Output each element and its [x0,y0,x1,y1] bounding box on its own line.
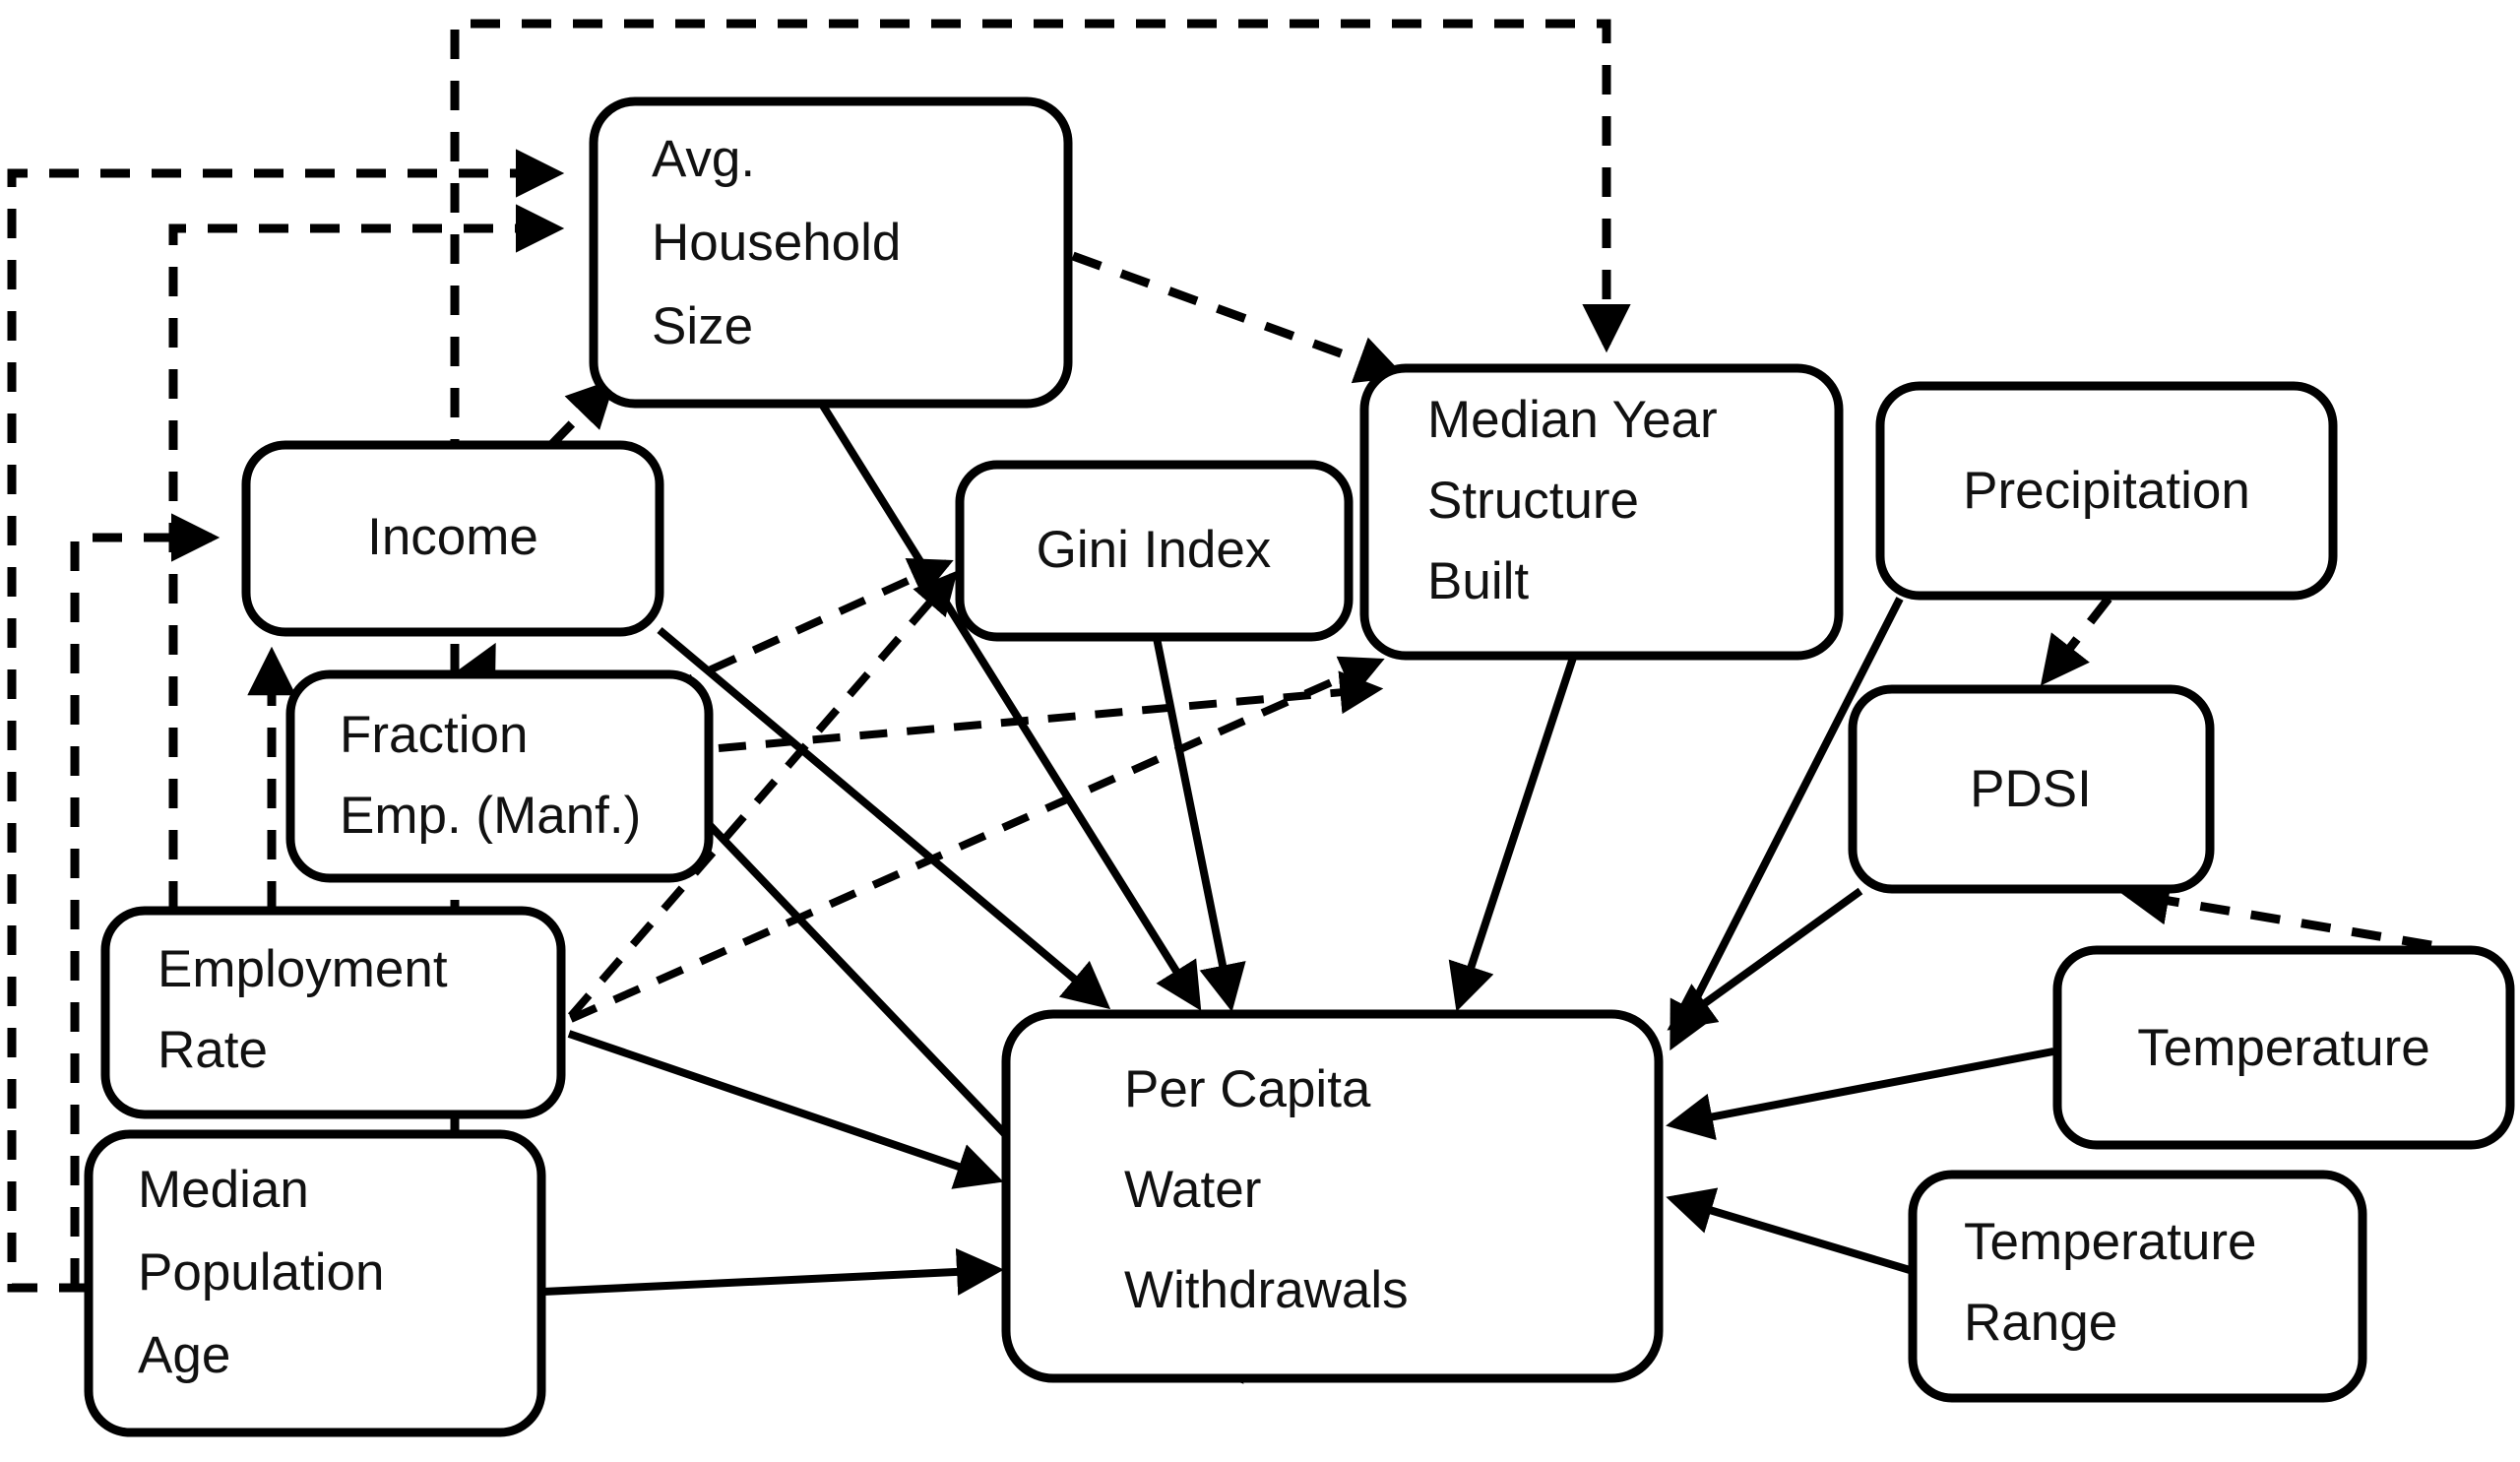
node-layer: Avg. Household Size Income Gini Index Me… [84,96,2515,1437]
edge-employmentrate-to-percapitawaterwithdrawals [567,1030,1004,1189]
node-avg-household-size-line-2: Size [652,297,753,355]
node-median-year-structure-built-box[interactable] [1359,363,1844,661]
node-employment-rate-line-1: Rate [158,1021,268,1079]
edge-avghouseholdsize-to-percapitawaterwithdrawals [819,403,1202,1011]
node-pdsi[interactable]: PDSI [1848,684,2215,894]
node-avg-household-size-line-0: Avg. [652,130,755,188]
edge-giniindex-to-percapitawaterwithdrawals [1153,637,1246,1012]
edge-employmentrate-to-avghouseholdsize [168,204,565,911]
node-fraction-emp-manf-line-1: Emp. (Manf.) [340,787,641,845]
node-pdsi-box[interactable] [1848,684,2215,894]
node-median-population-age-line-1: Population [138,1243,384,1302]
node-pdsi-line-0: PDSI [1970,760,2092,818]
node-gini-index[interactable]: Gini Index [955,460,1354,642]
node-temperature-line-0: Temperature [2137,1019,2430,1077]
node-fraction-emp-manf[interactable]: Fraction Emp. (Manf.) [285,669,714,883]
edge-medianpopage-to-percapitawaterwithdrawals [542,1247,1004,1296]
node-fraction-emp-manf-line-0: Fraction [340,706,528,764]
node-precipitation-box[interactable] [1875,381,2338,601]
node-per-capita-water-withdrawals-line-0: Per Capita [1124,1060,1371,1118]
node-temperature-range-line-0: Temperature [1964,1213,2257,1271]
node-median-population-age-box[interactable] [84,1129,546,1437]
node-income-box[interactable] [241,440,664,637]
edge-layer [7,19,2432,1384]
node-median-population-age-line-2: Age [138,1326,230,1384]
edge-income-to-percapitawaterwithdrawals [657,626,1111,1010]
node-per-capita-water-withdrawals-line-1: Water [1124,1161,1261,1219]
edge-temperature-to-percapitawaterwithdrawals [1666,1048,2054,1141]
node-median-year-structure-built-line-2: Built [1427,552,1529,610]
edge-medianpopage-to-avghouseholdsize [7,149,565,1293]
edge-avghouseholdsize-to-medianyearstructurebuilt [1071,251,1406,384]
node-per-capita-water-withdrawals[interactable]: Per Capita Water Withdrawals [1001,1009,1664,1383]
edge-precipitation-to-percapitawaterwithdrawals [1670,597,1904,1051]
edge-employmentrate-to-medianyearstructurebuilt [569,656,1385,1023]
edge-medianpopage-to-medianyearstructurebuilt [450,19,1631,1134]
edge-medianpopage-to-income [70,513,220,1288]
node-avg-household-size-box[interactable] [589,96,1073,409]
node-gini-index-box[interactable] [955,460,1354,642]
node-income-line-0: Income [367,508,538,566]
node-temperature-range[interactable]: Temperature Range [1908,1170,2367,1403]
edge-employmentrate-to-giniindex [567,570,958,1019]
edge-temperature-to-pdsi [2119,876,2432,950]
node-income[interactable]: Income [241,440,664,637]
node-fraction-emp-manf-box[interactable] [285,669,714,883]
node-median-population-age[interactable]: Median Population Age [84,1129,546,1437]
node-precipitation[interactable]: Precipitation [1875,381,2338,601]
edge-temperaturerange-to-percapitawaterwithdrawals [1666,1187,1912,1274]
node-employment-rate-line-0: Employment [158,940,448,998]
edge-income-to-giniindex [665,558,954,693]
node-temperature-box[interactable] [2052,945,2515,1150]
node-employment-rate[interactable]: Employment Rate [100,906,566,1119]
node-gini-index-line-0: Gini Index [1037,521,1272,579]
node-median-year-structure-built-line-0: Median Year [1427,391,1718,449]
edge-pdsi-to-percapitawaterwithdrawals [1667,887,1863,1031]
node-median-population-age-line-0: Median [138,1161,309,1219]
node-median-year-structure-built[interactable]: Median Year Structure Built [1359,363,1844,661]
edge-income-to-avghouseholdsize [547,378,616,449]
node-per-capita-water-withdrawals-line-2: Withdrawals [1124,1261,1409,1319]
node-precipitation-line-0: Precipitation [1963,462,2250,520]
edge-medianyearstructurebuilt-to-percapitawaterwithdrawals [1448,656,1577,1012]
edge-precipitation-to-pdsi [2040,596,2112,686]
node-avg-household-size[interactable]: Avg. Household Size [589,96,1073,409]
node-temperature-range-box[interactable] [1908,1170,2367,1403]
node-median-year-structure-built-line-1: Structure [1427,472,1639,530]
node-temperature[interactable]: Temperature [2052,945,2515,1150]
node-temperature-range-line-1: Range [1964,1294,2117,1352]
node-employment-rate-box[interactable] [100,906,566,1119]
node-avg-household-size-line-1: Household [652,214,901,272]
node-per-capita-water-withdrawals-box[interactable] [1001,1009,1664,1383]
edge-fractionempmanf-to-medianyearstructurebuilt [718,670,1384,752]
